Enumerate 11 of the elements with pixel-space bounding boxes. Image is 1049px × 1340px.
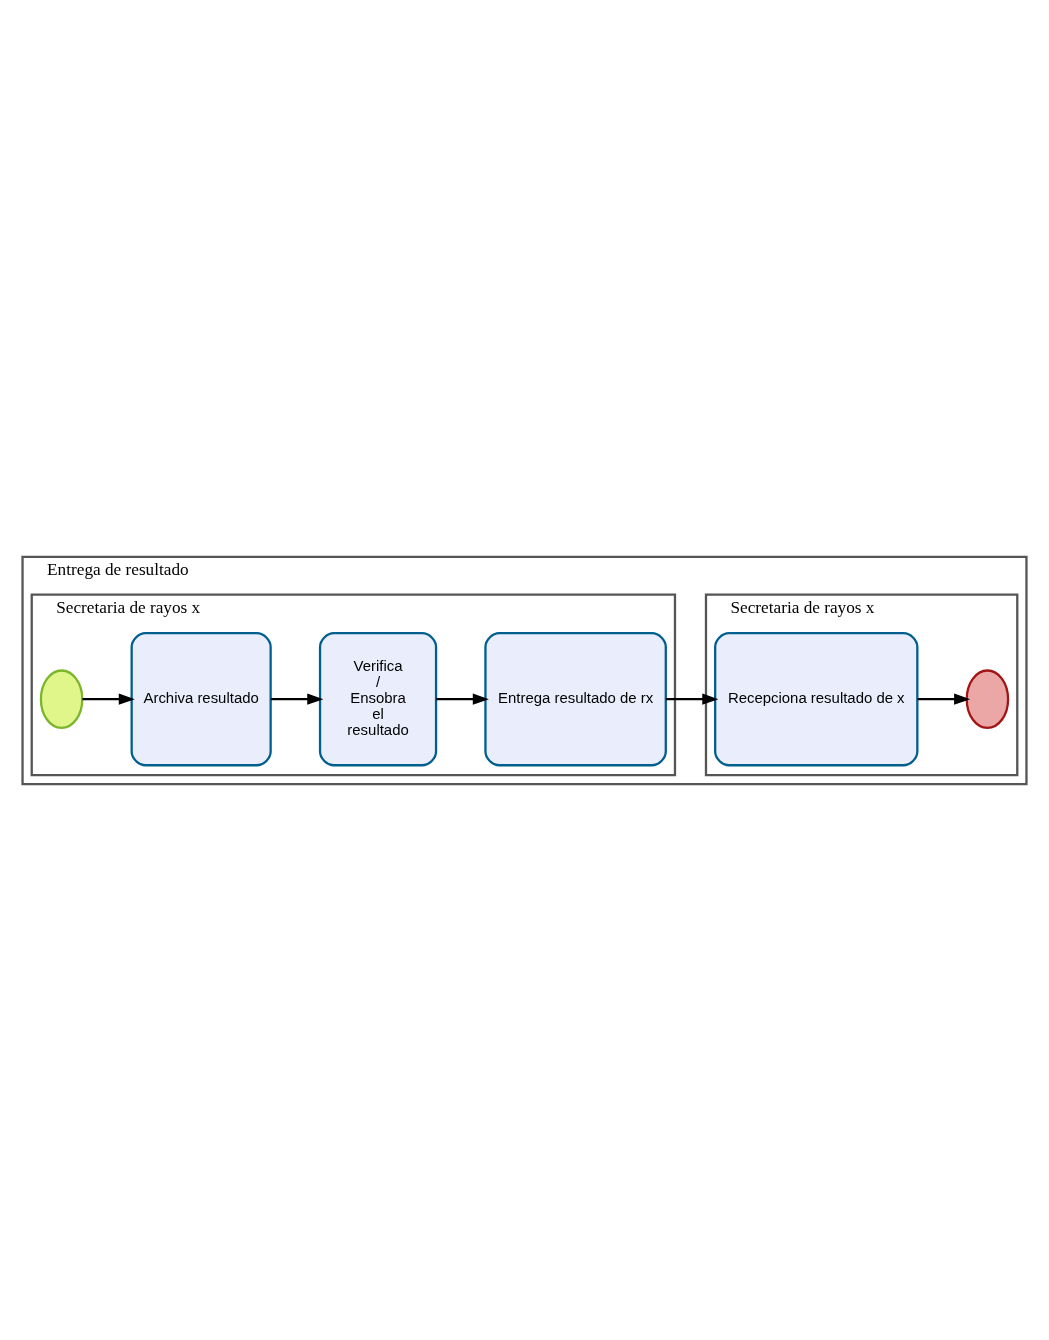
node-box: Recepciona resultado de x bbox=[714, 631, 919, 766]
arrow bbox=[82, 693, 135, 705]
node-circle bbox=[39, 668, 84, 729]
arrow bbox=[270, 693, 324, 705]
arrow bbox=[665, 693, 719, 705]
node-box: Verifica / Ensobra el resultado bbox=[318, 631, 438, 766]
node-box: Archiva resultado bbox=[130, 631, 272, 766]
arrow bbox=[436, 693, 489, 705]
node-circle bbox=[965, 668, 1010, 729]
arrow bbox=[917, 693, 971, 705]
node-box: Entrega resultado de rx bbox=[484, 631, 667, 766]
